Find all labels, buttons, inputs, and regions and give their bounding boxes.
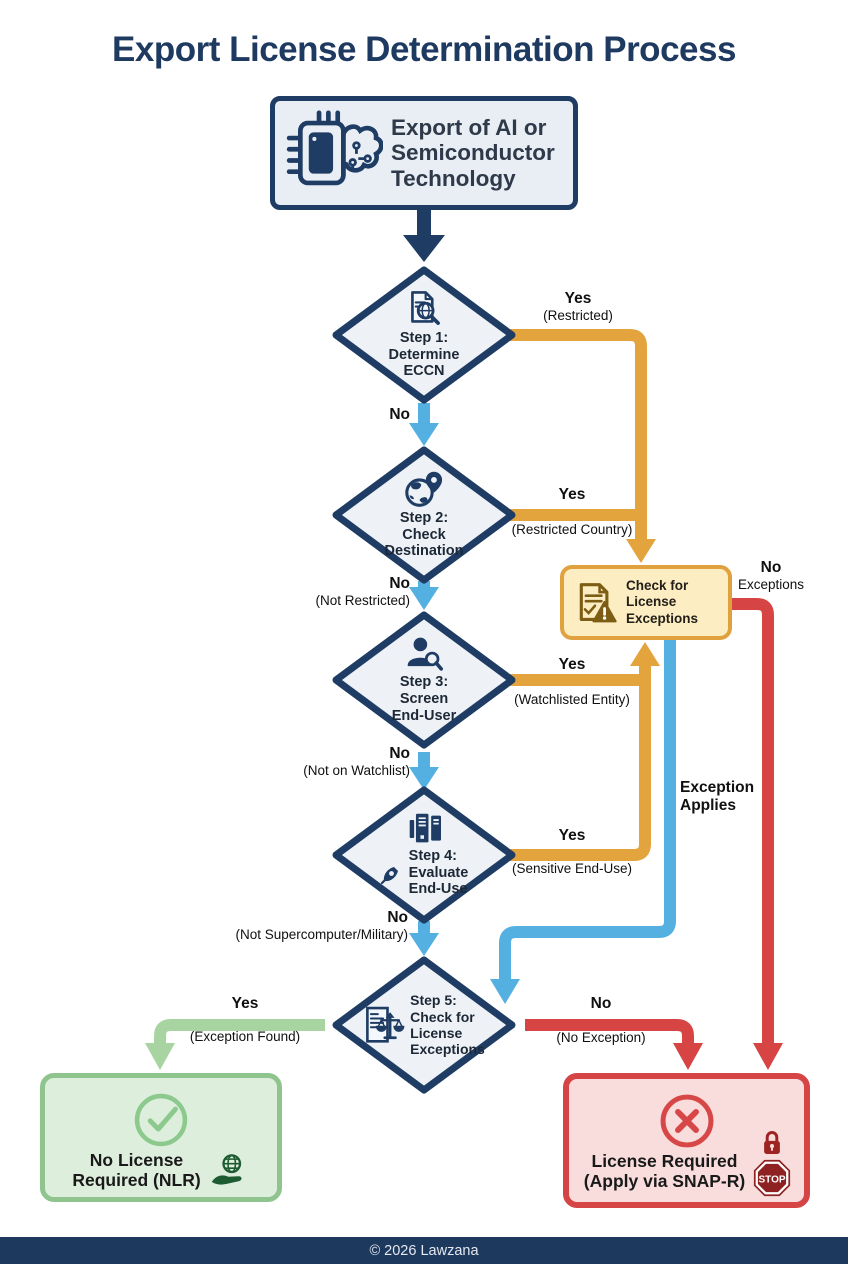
edge-label-step1-no: No — [389, 406, 410, 423]
edge-label-step3-yes: Yes — [558, 656, 586, 673]
scales-document-icon — [366, 1006, 405, 1043]
step-5-label: Step 5: Check for License Exceptions — [410, 992, 485, 1058]
x-circle-icon — [660, 1094, 713, 1148]
diamond-shape — [332, 611, 516, 749]
globe-pin-icon — [405, 471, 443, 507]
edge-label-step2-yes: Yes — [558, 486, 586, 503]
start-node-label: Export of AI or Semiconductor Technology — [391, 114, 555, 191]
document-search-icon — [411, 290, 440, 325]
nlr-label: No License Required (NLR) — [72, 1150, 201, 1191]
rocket-icon — [380, 866, 398, 885]
edge-label-step5-no-detail: (No Exception) — [556, 1030, 646, 1045]
step-3-node: Step 3: Screen End-User — [331, 610, 517, 750]
ai-chip-brain-icon — [286, 110, 383, 186]
edge-label-step5-yes: Yes — [231, 995, 259, 1012]
check-circle-icon — [134, 1093, 188, 1147]
edge-label-step4-yes: Yes — [558, 827, 586, 844]
edge-label-step1-yes-detail: (Restricted) — [543, 308, 613, 323]
edge-label-exception-applies: Exception Applies — [680, 779, 755, 814]
step-4-node: Step 4: Evaluate End-Use — [331, 785, 517, 925]
license-required-label: License Required (Apply via SNAP-R) — [583, 1151, 746, 1192]
diamond-shape — [332, 446, 516, 584]
nlr-outcome-node: No License Required (NLR) — [40, 1073, 282, 1202]
lock-icon — [764, 1131, 780, 1154]
stop-sign-icon: STOP — [753, 1159, 791, 1197]
step-2-label: Step 2: Check Destination — [384, 509, 464, 560]
step-1-node: Step 1: Determine ECCN — [331, 265, 517, 405]
step-2-node: Step 2: Check Destination — [331, 445, 517, 585]
step-5-node: Step 5: Check for License Exceptions — [331, 955, 517, 1095]
edge-label-step5-yes-detail: (Exception Found) — [189, 1029, 301, 1044]
diamond-shape — [332, 266, 516, 404]
edge-label-step5-no: No — [590, 995, 612, 1012]
footer-bar: © 2026 Lawzana — [0, 1237, 848, 1264]
svg-text:STOP: STOP — [758, 1174, 785, 1185]
edge-label-step2-no: No (Not Restricted) — [315, 575, 410, 608]
page-title: Export License Determination Process — [112, 30, 736, 69]
start-node: Export of AI or Semiconductor Technology — [270, 96, 578, 210]
edge-label-step2-yes-detail: (Restricted Country) — [511, 522, 633, 537]
user-search-icon — [407, 637, 443, 671]
globe-hand-icon — [211, 1154, 242, 1185]
license-exception-warning-icon — [579, 582, 617, 622]
check-exceptions-node: Check for License Exceptions — [560, 565, 732, 640]
step-1-label: Step 1: Determine ECCN — [388, 329, 460, 380]
footer-copyright: © 2026 Lawzana — [369, 1242, 479, 1259]
edge-label-step4-no: No (Not Supercomputer/Military) — [235, 909, 408, 942]
step-4-label: Step 4: Evaluate End-Use — [408, 847, 469, 898]
edge-label-step3-yes-detail: (Watchlisted Entity) — [514, 692, 630, 707]
server-rack-icon — [409, 813, 441, 842]
step-3-label: Step 3: Screen End-User — [391, 674, 457, 724]
edge-label-step3-no: No (Not on Watchlist) — [303, 745, 410, 778]
check-exceptions-label: Check for License Exceptions — [626, 577, 699, 626]
license-required-outcome-node: License Required (Apply via SNAP-R) STOP — [563, 1073, 810, 1208]
edge-label-check-no-exceptions: No Exceptions — [737, 559, 805, 592]
diamond-shape — [332, 956, 516, 1094]
diamond-shape — [332, 786, 516, 924]
edge-label-step4-yes-detail: (Sensitive End-Use) — [511, 861, 633, 876]
edge-label-step1-yes: Yes — [564, 290, 592, 307]
